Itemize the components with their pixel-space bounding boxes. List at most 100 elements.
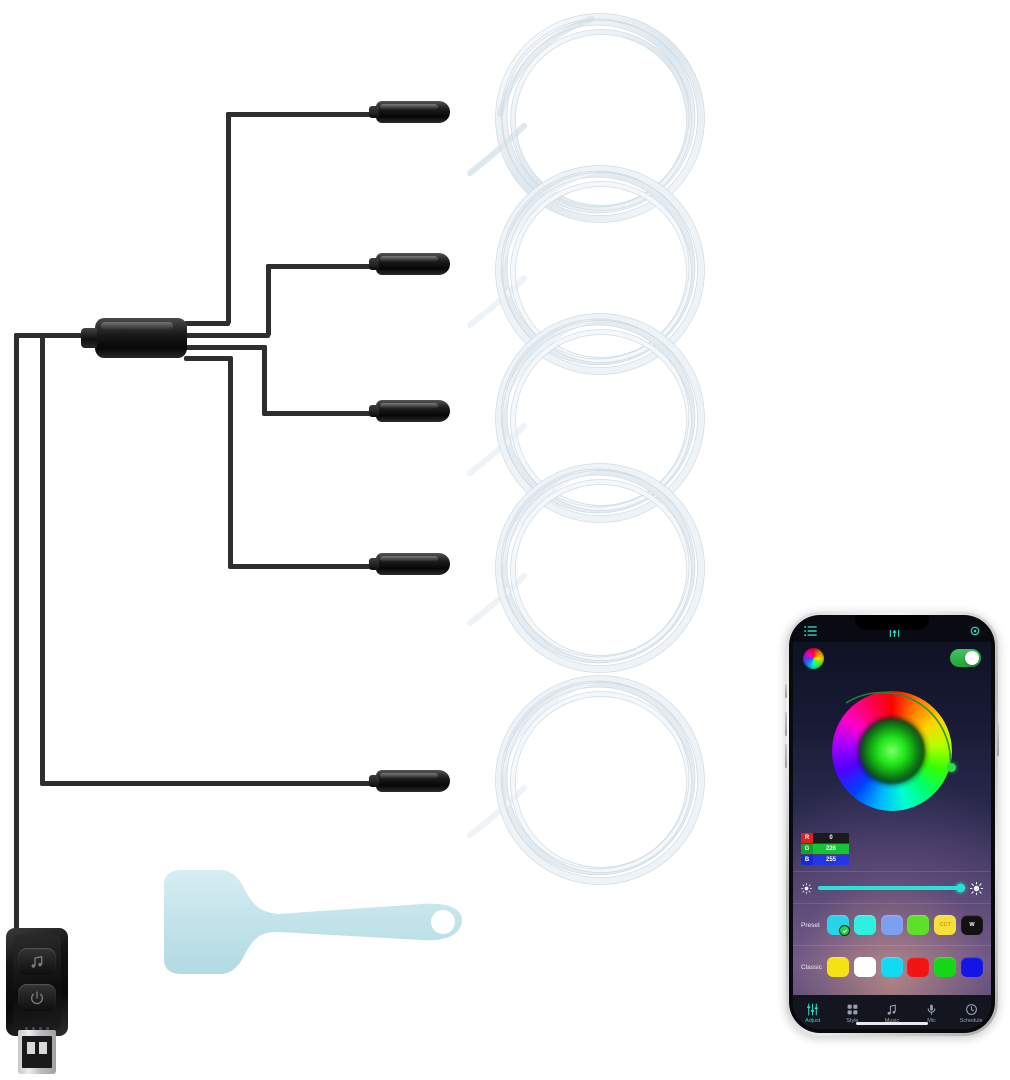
brightness-track[interactable] xyxy=(818,883,965,893)
preset-label: Preset xyxy=(801,921,820,929)
home-indicator[interactable] xyxy=(856,1022,928,1025)
power-side-button xyxy=(997,724,999,756)
rgb-row-blue: B 255 xyxy=(801,855,849,865)
preset-swatch-text: W xyxy=(969,922,975,928)
cable-segment xyxy=(262,411,378,416)
cable-segment xyxy=(184,345,266,350)
fiber-optic-coil xyxy=(440,8,730,238)
volume-up-button xyxy=(785,712,787,736)
led-emitter-module xyxy=(369,400,450,422)
classic-label: Classic xyxy=(801,963,822,971)
power-button xyxy=(18,984,56,1011)
cable-segment xyxy=(266,264,378,269)
rgb-row-green: G 226 xyxy=(801,844,849,854)
preset-turquoise[interactable] xyxy=(853,915,876,935)
classic-green[interactable] xyxy=(934,957,957,977)
tab-mic[interactable]: Mic xyxy=(914,1003,950,1024)
mode-button xyxy=(18,948,56,975)
clock-icon xyxy=(965,1003,977,1015)
classic-white[interactable] xyxy=(853,957,876,977)
rgb-green-value: 226 xyxy=(813,844,849,854)
saturation-arc-slider[interactable] xyxy=(816,675,968,827)
preset-swatch-text: CCT xyxy=(939,922,951,928)
cable-segment xyxy=(226,112,378,117)
preset-periwinkle[interactable] xyxy=(880,915,903,935)
mute-switch xyxy=(785,684,787,698)
cable-segment xyxy=(226,112,231,324)
app-topbar xyxy=(793,619,991,642)
rgb-blue-value: 255 xyxy=(813,855,849,865)
color-wheel-icon[interactable] xyxy=(803,648,824,669)
color-wheel[interactable] xyxy=(816,675,968,827)
classic-red[interactable] xyxy=(907,957,930,977)
tab-style[interactable]: Style xyxy=(834,1003,870,1024)
led-control-app: R 0 G 226 B 255 xyxy=(793,619,991,1029)
rgb-readout: R 0 G 226 B 255 xyxy=(801,833,849,866)
preset-white[interactable]: W xyxy=(960,915,983,935)
cable-segment xyxy=(40,781,378,786)
led-emitter-module xyxy=(369,101,450,123)
led-emitter-module xyxy=(369,253,450,275)
divider xyxy=(793,871,991,872)
power-toggle[interactable] xyxy=(950,649,981,667)
tab-label: Schedule xyxy=(959,1017,983,1024)
preset-row: Preset xyxy=(793,911,991,939)
rgb-row-red: R 0 xyxy=(801,833,849,843)
cable-segment xyxy=(228,356,233,568)
tab-label: Music xyxy=(884,1017,900,1024)
divider xyxy=(793,945,991,946)
tab-schedule[interactable]: Schedule xyxy=(953,1003,989,1024)
rgb-blue-label: B xyxy=(801,855,813,865)
cable-segment xyxy=(266,264,271,336)
phone-screen: R 0 G 226 B 255 xyxy=(793,619,991,1029)
tab-label: Adjust xyxy=(805,1017,821,1024)
microphone-icon xyxy=(927,1004,936,1015)
classic-blue[interactable] xyxy=(960,957,983,977)
preset-cct[interactable]: CCT xyxy=(934,915,957,935)
fiber-optic-coil xyxy=(440,160,730,390)
classic-cyan[interactable] xyxy=(880,957,903,977)
brightness-slider[interactable] xyxy=(793,875,991,901)
fiber-optic-coil xyxy=(440,670,730,900)
tab-adjust[interactable]: Adjust xyxy=(795,1003,831,1024)
grid-icon xyxy=(847,1004,858,1014)
brightness-knob[interactable] xyxy=(956,883,965,893)
cable-segment xyxy=(184,356,232,361)
tab-label: Style xyxy=(846,1017,859,1024)
preset-cyan-selected[interactable] xyxy=(827,915,850,936)
rgb-red-label: R xyxy=(801,833,813,843)
led-emitter-module xyxy=(369,770,450,792)
volume-down-button xyxy=(785,744,787,768)
usb-music-controller xyxy=(6,928,68,1036)
power-icon xyxy=(31,990,43,1004)
cable-segment xyxy=(184,333,270,338)
arc-slider-knob[interactable] xyxy=(947,763,956,772)
cable-segment xyxy=(14,333,19,933)
selected-color-preview xyxy=(859,718,925,784)
sliders-icon xyxy=(807,1003,819,1015)
preset-green[interactable] xyxy=(907,915,930,935)
list-icon[interactable] xyxy=(804,625,818,637)
tab-music[interactable]: Music xyxy=(874,1003,910,1024)
classic-yellow[interactable] xyxy=(827,957,849,977)
classic-swatches xyxy=(827,957,983,977)
music-note-icon xyxy=(31,955,43,968)
rgb-red-value: 0 xyxy=(813,833,849,843)
fiber-optic-coil xyxy=(440,308,730,538)
sun-large-icon xyxy=(970,881,983,895)
music-note-icon xyxy=(888,1003,897,1015)
notch xyxy=(855,615,929,630)
selected-check-icon xyxy=(839,925,850,936)
rgb-green-label: G xyxy=(801,844,813,854)
sun-small-icon xyxy=(801,882,812,894)
cable-segment xyxy=(40,333,45,785)
tab-label: Mic xyxy=(927,1017,936,1024)
cable-segment xyxy=(228,564,378,569)
cable-segment xyxy=(14,333,98,338)
smartphone-mockup: R 0 G 226 B 255 xyxy=(785,612,999,1036)
circle-icon[interactable] xyxy=(970,626,980,636)
divider xyxy=(793,903,991,904)
splitter-hub xyxy=(81,318,187,358)
usb-a-plug xyxy=(18,1030,56,1074)
